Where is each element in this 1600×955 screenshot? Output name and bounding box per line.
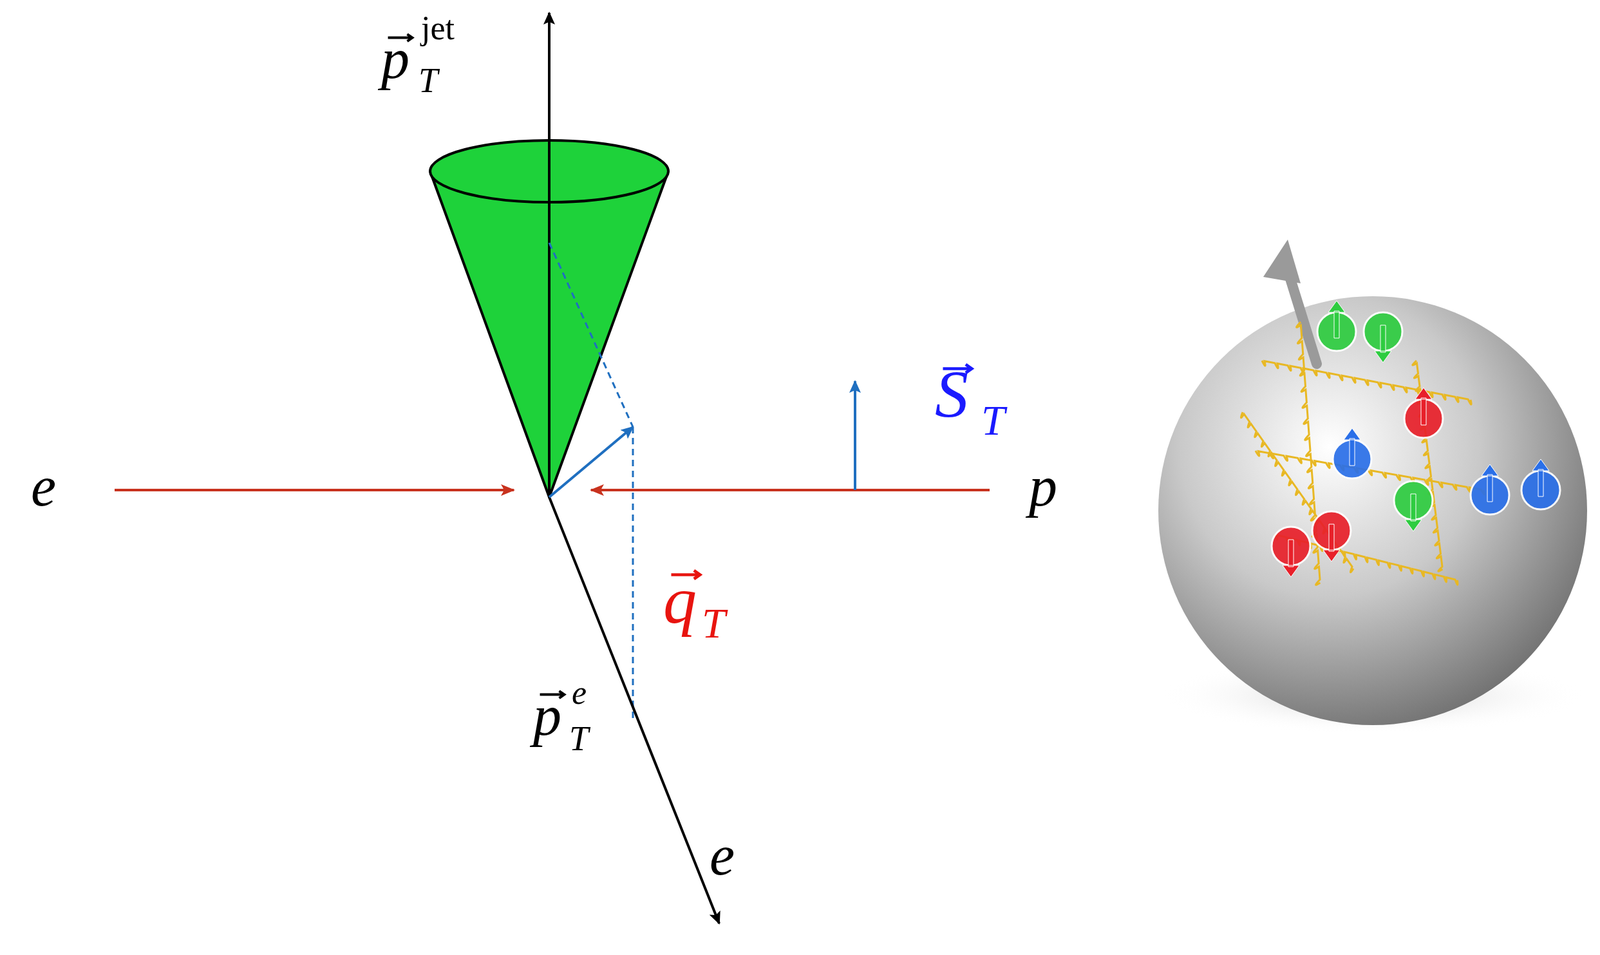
math-symbol: T — [981, 399, 1006, 442]
math-symbol: q — [663, 566, 697, 634]
math-symbol: e — [709, 827, 735, 885]
math-symbol: p — [1028, 458, 1058, 516]
math-symbol: p — [381, 30, 410, 88]
math-symbol: p — [533, 687, 562, 745]
math-symbol: jet — [421, 11, 455, 46]
math-symbol: T — [701, 602, 726, 645]
math-symbol: S — [934, 360, 969, 428]
math-symbol: e — [571, 676, 587, 710]
math-symbol: e — [30, 458, 57, 516]
math-symbol: T — [418, 63, 438, 98]
math-symbol: T — [569, 721, 589, 756]
